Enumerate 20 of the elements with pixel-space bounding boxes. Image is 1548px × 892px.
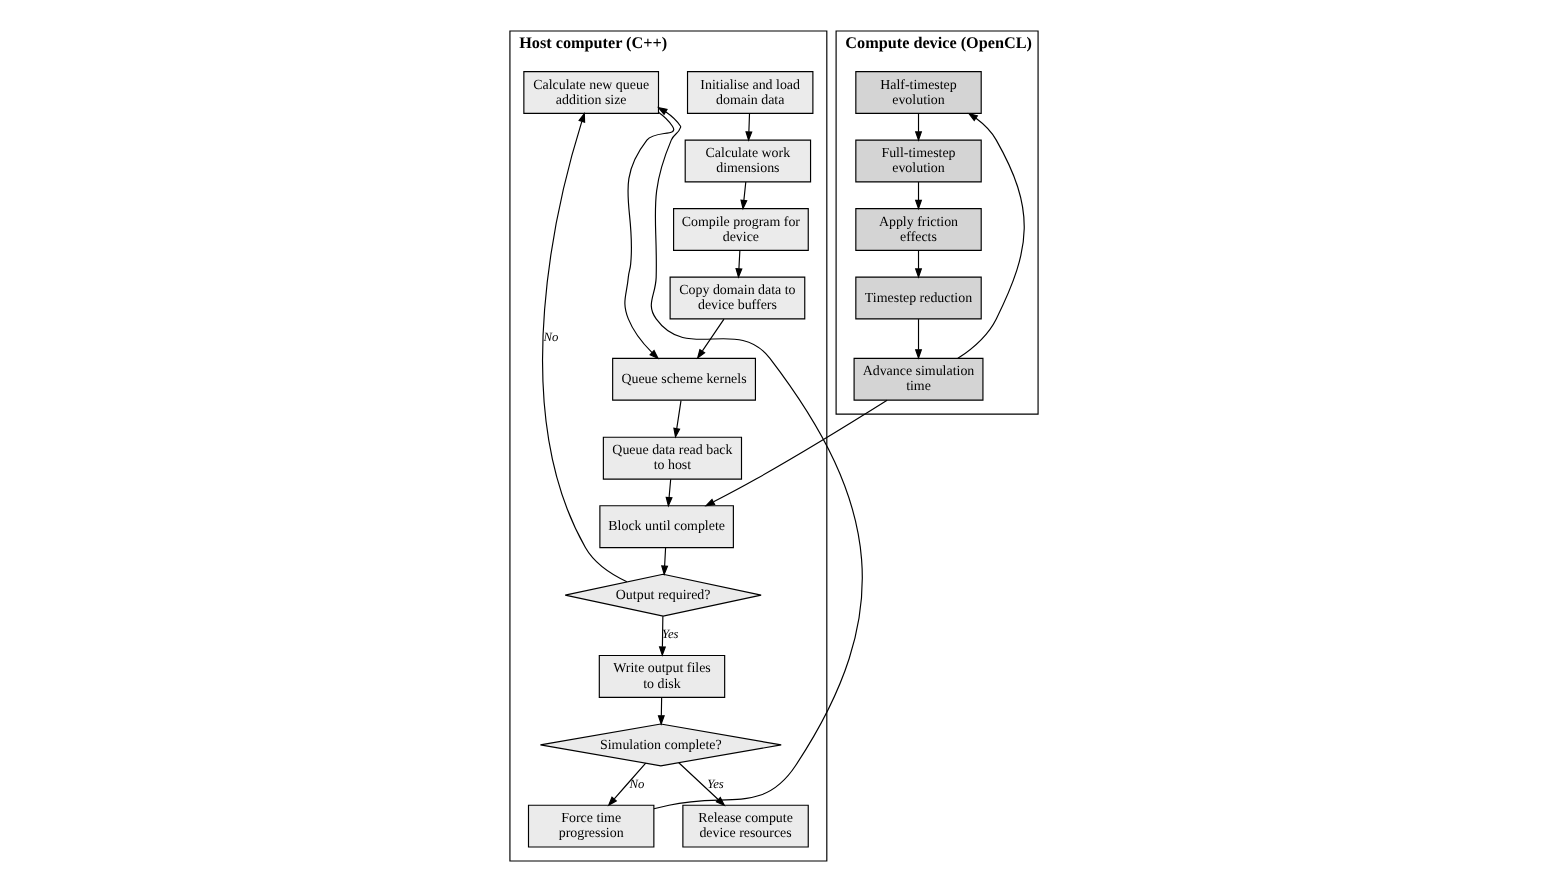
arrow — [673, 399, 682, 439]
arrow — [696, 318, 725, 360]
arrow — [542, 111, 628, 583]
arrow — [740, 181, 748, 211]
arrow — [704, 399, 888, 507]
arrow — [607, 762, 647, 807]
arrow — [735, 249, 743, 279]
arrow — [665, 478, 673, 508]
arrow — [957, 112, 1025, 359]
arrow — [914, 318, 923, 360]
arrow — [678, 762, 726, 807]
arrow — [650, 106, 863, 810]
arrow — [657, 696, 665, 726]
arrow — [914, 181, 923, 211]
arrow — [745, 113, 753, 142]
arrow — [658, 615, 667, 657]
arrow — [624, 111, 675, 360]
arrow — [914, 249, 923, 279]
arrow — [661, 547, 669, 576]
arrow — [914, 113, 923, 142]
